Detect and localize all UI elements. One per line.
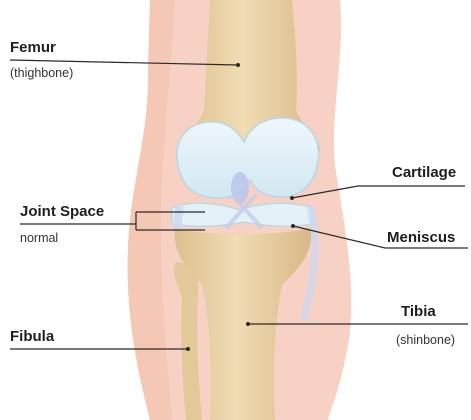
- tibia-leader-dot: [246, 322, 250, 326]
- femur-leader-dot: [236, 63, 240, 67]
- meniscus-leader-dot: [291, 224, 295, 228]
- meniscus-label: Meniscus: [387, 229, 455, 246]
- cartilage-label: Cartilage: [392, 164, 456, 181]
- femur-note: (thighbone): [10, 66, 73, 80]
- joint-space-label: Joint Space: [20, 203, 104, 220]
- fibula-leader-dot: [186, 347, 190, 351]
- tibia-note: (shinbone): [396, 333, 455, 347]
- fibula-label: Fibula: [10, 328, 55, 345]
- joint-space-note: normal: [20, 231, 58, 245]
- femur-label: Femur: [10, 39, 56, 56]
- tibia-label: Tibia: [401, 303, 436, 320]
- cartilage-leader-dot: [290, 196, 294, 200]
